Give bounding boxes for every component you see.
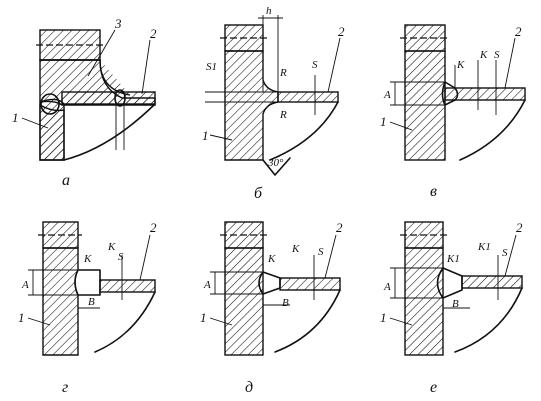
caption-d: д xyxy=(245,379,253,396)
caption-e: е xyxy=(430,379,437,396)
flange-body xyxy=(224,50,279,161)
caption-b: б xyxy=(254,185,263,202)
panel-v: A K K S 2 1 в xyxy=(380,24,526,200)
bevel-angle-marker xyxy=(262,157,291,176)
leader-3 xyxy=(87,29,116,77)
dim-a: A xyxy=(203,279,211,291)
root-weld xyxy=(40,93,60,115)
panel-e: A K1 K1 S B 2 1 е xyxy=(380,220,523,396)
dim-k2: K1 xyxy=(477,241,491,253)
dim-a: A xyxy=(383,89,391,101)
dim-s: S xyxy=(502,247,508,259)
leader-2 xyxy=(327,37,341,93)
plate-section xyxy=(461,275,523,289)
plate-weld xyxy=(114,89,126,107)
leader-1 xyxy=(21,117,49,129)
caption-a: а xyxy=(62,172,70,189)
leader-1 xyxy=(27,317,51,326)
dim-b: B xyxy=(452,298,459,310)
dim-b: B xyxy=(282,297,289,309)
flange-body xyxy=(404,50,446,161)
dim-a: A xyxy=(21,279,29,291)
dim-s: S xyxy=(118,251,124,263)
plate-break-line xyxy=(274,289,341,353)
plate-section xyxy=(279,277,341,291)
dim-r-top: R xyxy=(279,67,287,79)
label-part-1: 1 xyxy=(18,310,25,325)
dim-b: B xyxy=(88,296,95,308)
plate-break-line xyxy=(94,291,156,353)
dim-s: S xyxy=(312,59,318,71)
leader-2 xyxy=(504,37,516,89)
label-part-2: 2 xyxy=(516,220,523,235)
leader-2 xyxy=(141,39,151,95)
plate-section xyxy=(277,91,339,103)
panel-g: A K K S B 2 1 г xyxy=(18,220,157,396)
caption-g: г xyxy=(62,379,68,396)
dim-a: A xyxy=(383,281,391,293)
weld-groove xyxy=(74,269,101,296)
plate-break-line xyxy=(454,287,523,353)
panel-d: A K K S B 2 1 д xyxy=(200,220,343,396)
flange-body xyxy=(42,247,79,356)
flange-body xyxy=(224,247,264,356)
leader-2 xyxy=(504,234,517,277)
leader-2 xyxy=(139,234,151,281)
plate-section xyxy=(444,87,526,101)
dim-k1: K xyxy=(267,253,276,265)
plate-break-line xyxy=(269,101,339,161)
leader-1 xyxy=(389,317,413,326)
label-part-2: 2 xyxy=(338,24,345,39)
flange-body xyxy=(404,247,444,356)
dim-s: S xyxy=(318,246,324,258)
leader-1 xyxy=(209,317,233,326)
dim-k1: K xyxy=(83,253,92,265)
dim-k2: K xyxy=(107,241,116,253)
plate-break-line xyxy=(459,99,526,161)
dim-k2: K xyxy=(479,49,488,61)
plate-break-line xyxy=(63,103,156,161)
label-part-2: 2 xyxy=(150,220,157,235)
leader-2 xyxy=(324,234,337,279)
leader-1 xyxy=(209,134,233,141)
label-part-2: 2 xyxy=(515,24,522,39)
label-part-3: 3 xyxy=(114,16,122,31)
label-part-2: 2 xyxy=(336,220,343,235)
caption-v: в xyxy=(430,183,437,200)
label-part-1: 1 xyxy=(12,110,19,125)
dim-k1: K xyxy=(456,59,465,71)
dim-s1: S1 xyxy=(206,61,217,73)
label-part-1: 1 xyxy=(380,310,387,325)
label-part-1: 1 xyxy=(380,114,387,129)
weld-bead xyxy=(436,267,463,299)
label-part-1: 1 xyxy=(200,310,207,325)
panel-a: 3 2 1 а xyxy=(12,16,157,189)
dim-s: S xyxy=(494,49,500,61)
dim-h: h xyxy=(266,5,272,17)
dim-k1: K1 xyxy=(446,253,460,265)
panel-b: h S1 S R R 30° 2 1 б xyxy=(202,5,345,202)
dim-r-bottom: R xyxy=(279,109,287,121)
dim-angle: 30° xyxy=(267,157,284,169)
weld-bead xyxy=(258,271,281,295)
leader-1 xyxy=(389,121,413,131)
plate-section xyxy=(61,91,156,105)
plate-section xyxy=(99,279,156,293)
label-part-2: 2 xyxy=(150,26,157,41)
dim-k2: K xyxy=(291,243,300,255)
label-part-1: 1 xyxy=(202,128,209,143)
